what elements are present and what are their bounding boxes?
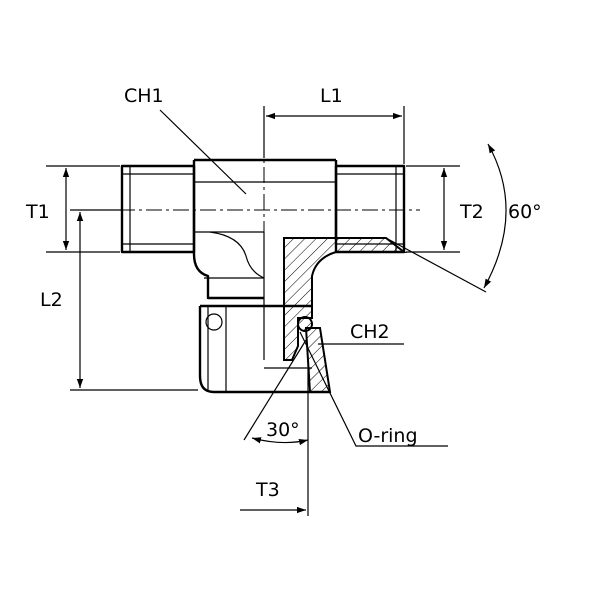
label-angle-30: 30° [266,419,300,441]
nut-hole [205,313,223,331]
label-ch1: CH1 [124,85,164,107]
dimension-l1 [263,106,405,164]
label-t1: T1 [25,201,50,223]
swivel-nut [198,304,330,394]
angle-30-dimension [243,339,309,516]
label-t2: T2 [459,201,484,223]
label-oring: O-ring [358,425,418,447]
label-l1: L1 [320,85,343,107]
label-ch2: CH2 [350,321,390,343]
angle-60-dimension [385,143,507,293]
dimension-t1 [46,165,120,253]
oring-leader [299,331,448,447]
ch1-leader [159,109,247,195]
label-angle-60: 60° [508,201,542,223]
center-lines [92,140,420,232]
label-t3: T3 [255,479,280,501]
dimension-t2 [406,165,460,253]
o-ring-circle [297,316,313,332]
label-l2: L2 [40,289,63,311]
left-thread [120,164,196,254]
dimension-l2 [70,209,198,391]
section-hatch [283,237,407,393]
